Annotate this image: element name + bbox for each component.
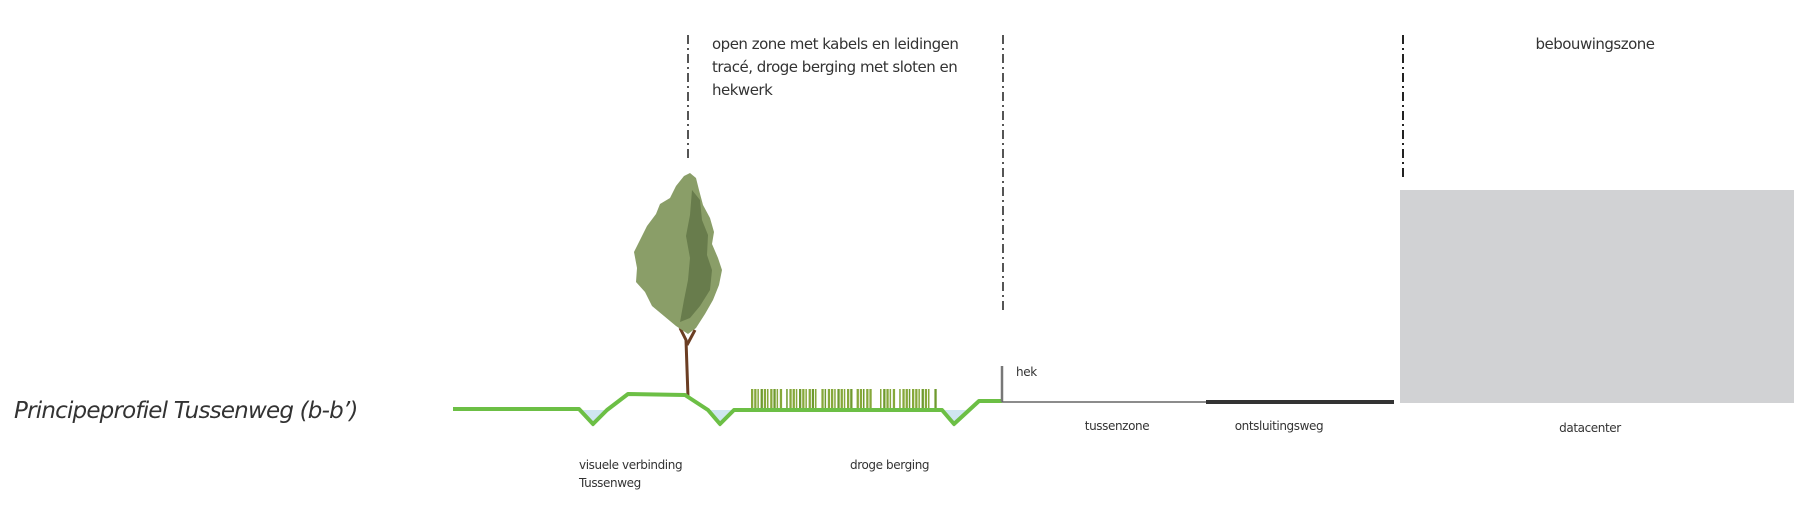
- reed-bar: [767, 389, 769, 408]
- datacenter-label: datacenter: [1559, 421, 1621, 435]
- reed-bar: [805, 389, 807, 408]
- reed-bar: [811, 389, 815, 408]
- ditch-2: [708, 410, 732, 424]
- reed-bar: [915, 389, 918, 408]
- reed-bar: [869, 389, 872, 408]
- tussenzone-label: tussenzone: [1085, 419, 1149, 433]
- reed-bar: [773, 389, 776, 408]
- reed-bar: [921, 389, 924, 408]
- reed-bar: [808, 389, 811, 408]
- datacenter-building: [1400, 190, 1794, 403]
- reed-bar: [934, 389, 937, 408]
- reed-bar: [912, 389, 915, 408]
- hek-label: hek: [1016, 365, 1037, 379]
- reed-bar: [843, 389, 846, 408]
- tree-icon: [634, 173, 722, 398]
- reed-bar: [799, 389, 802, 408]
- reed-bar: [924, 389, 928, 408]
- open-zone-line-1: open zone met kabels en leidingen: [712, 35, 958, 53]
- droge-berging-vegetation: [751, 389, 937, 408]
- reed-bar: [827, 389, 831, 408]
- reed-bar: [779, 389, 783, 408]
- open-zone-line-2: tracé, droge berging met sloten en: [712, 58, 957, 76]
- reed-bar: [751, 389, 754, 408]
- reed-bar: [754, 389, 757, 408]
- reed-bar: [928, 389, 930, 408]
- reed-bar: [763, 389, 767, 408]
- reed-bar: [892, 389, 896, 408]
- reed-bar: [824, 389, 827, 408]
- reed-bar: [856, 389, 859, 408]
- reed-bar: [837, 389, 840, 408]
- reed-bar: [863, 389, 865, 408]
- reed-bar: [866, 389, 869, 408]
- reed-bar: [840, 389, 843, 408]
- reed-bar: [834, 389, 836, 408]
- reed-bar: [899, 389, 901, 408]
- reed-bar: [760, 389, 763, 408]
- bebouwingszone-label: bebouwingszone: [1535, 35, 1654, 53]
- ground-profile: [453, 392, 1002, 426]
- reed-bar: [859, 389, 863, 408]
- ditch-1: [581, 410, 605, 424]
- visuele-verbinding-label-1: visuele verbinding: [579, 458, 682, 472]
- ditch-3: [942, 410, 966, 424]
- reed-bar: [815, 389, 817, 408]
- reed-bar: [786, 389, 788, 408]
- reed-bar: [776, 389, 779, 408]
- reed-bar: [918, 389, 920, 408]
- reed-bar: [847, 389, 850, 408]
- open-zone-line-3: hekwerk: [712, 81, 773, 99]
- ontsluitingsweg-label: ontsluitingsweg: [1235, 419, 1324, 433]
- reed-bar: [770, 389, 773, 408]
- visuele-verbinding-label-2: Tussenweg: [578, 476, 641, 490]
- reed-bar: [757, 389, 759, 408]
- reed-bar: [902, 389, 905, 408]
- diagram-title: Principeprofiel Tussenweg (b-b’): [14, 398, 358, 424]
- reed-bar: [831, 389, 834, 408]
- reed-bar: [886, 389, 889, 408]
- reed-bar: [883, 389, 886, 408]
- reed-bar: [850, 389, 853, 408]
- reed-bar: [802, 389, 805, 408]
- reed-bar: [792, 389, 795, 408]
- reed-bar: [880, 389, 882, 408]
- reed-bar: [908, 389, 911, 408]
- reed-bar: [795, 389, 798, 408]
- droge-berging-label: droge berging: [850, 458, 929, 472]
- reed-bar: [905, 389, 908, 408]
- reed-bar: [821, 389, 824, 408]
- reed-bar: [789, 389, 792, 408]
- reed-bar: [889, 389, 892, 408]
